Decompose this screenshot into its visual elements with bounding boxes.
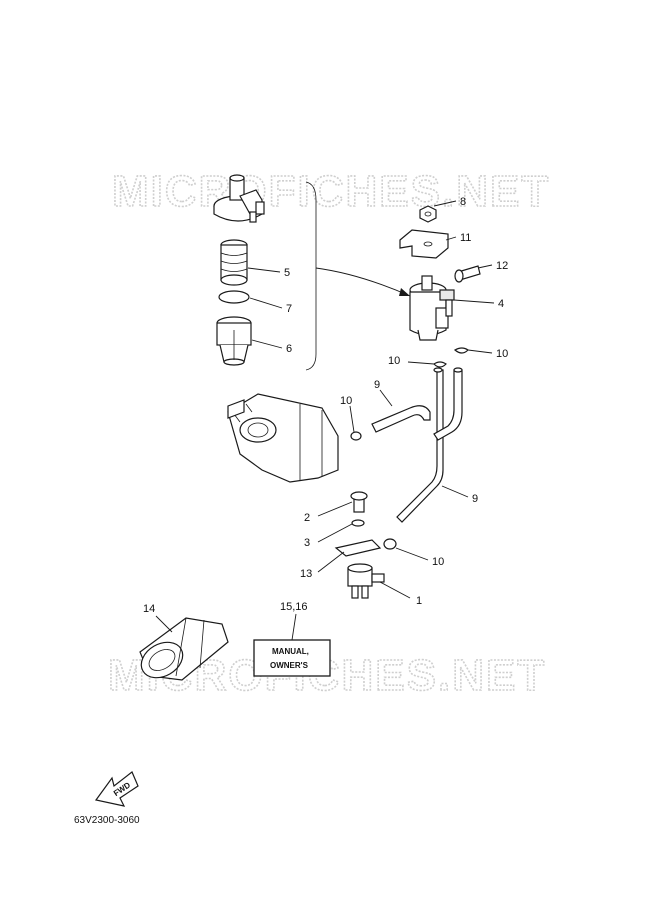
callout-1: 1 [416, 595, 422, 607]
fwd-arrow-icon: FWD [94, 771, 139, 807]
watermark-top: MICROFICHES.NET [112, 167, 550, 216]
manual-line2: OWNER'S [270, 661, 309, 670]
nut [419, 205, 437, 223]
callout-14: 14 [143, 603, 155, 615]
clip-lower [383, 538, 397, 550]
fuel-filter-assembly [409, 275, 455, 341]
callout-7: 7 [286, 303, 292, 315]
callout-13: 13 [300, 568, 312, 580]
fuel-joint [347, 563, 385, 599]
screw [350, 491, 368, 513]
manual-line1: MANUAL, [272, 647, 309, 656]
callout-10-b: 10 [496, 348, 508, 360]
callout-15-16: 15,16 [280, 601, 308, 613]
callout-9-b: 9 [472, 493, 478, 505]
clip-right [453, 347, 469, 354]
fuel-hose [371, 367, 463, 523]
callout-12: 12 [496, 260, 508, 272]
callout-3: 3 [304, 537, 310, 549]
o-ring [218, 290, 250, 304]
diagram-code: 63V2300-3060 [74, 815, 140, 826]
callout-8: 8 [460, 196, 466, 208]
leader-lines [155, 200, 495, 641]
bolt [454, 265, 481, 283]
callout-5: 5 [284, 267, 290, 279]
group-arrow-head [399, 288, 410, 296]
callout-11: 11 [460, 232, 471, 244]
callout-6: 6 [286, 343, 292, 355]
callout-9-a: 9 [374, 379, 380, 391]
clip-left [433, 361, 447, 368]
callout-10-c: 10 [340, 395, 352, 407]
washer [351, 519, 365, 527]
callout-10-d: 10 [432, 556, 444, 568]
group-arrow [315, 267, 411, 297]
callout-2: 2 [304, 512, 310, 524]
callout-4: 4 [498, 298, 504, 310]
callout-labels: 8 11 12 5 7 4 6 10 10 9 10 9 2 3 10 13 1… [143, 196, 508, 615]
filter-element [220, 239, 248, 286]
intake-boot [139, 617, 229, 681]
filter-cup [216, 316, 252, 366]
manual-box [253, 639, 331, 677]
filter-cap-exploded [213, 174, 265, 223]
carburetor-block [227, 393, 339, 483]
callout-10-a: 10 [388, 355, 400, 367]
clip-carb [350, 431, 362, 441]
group-bracket [305, 181, 317, 371]
bracket [399, 229, 449, 259]
